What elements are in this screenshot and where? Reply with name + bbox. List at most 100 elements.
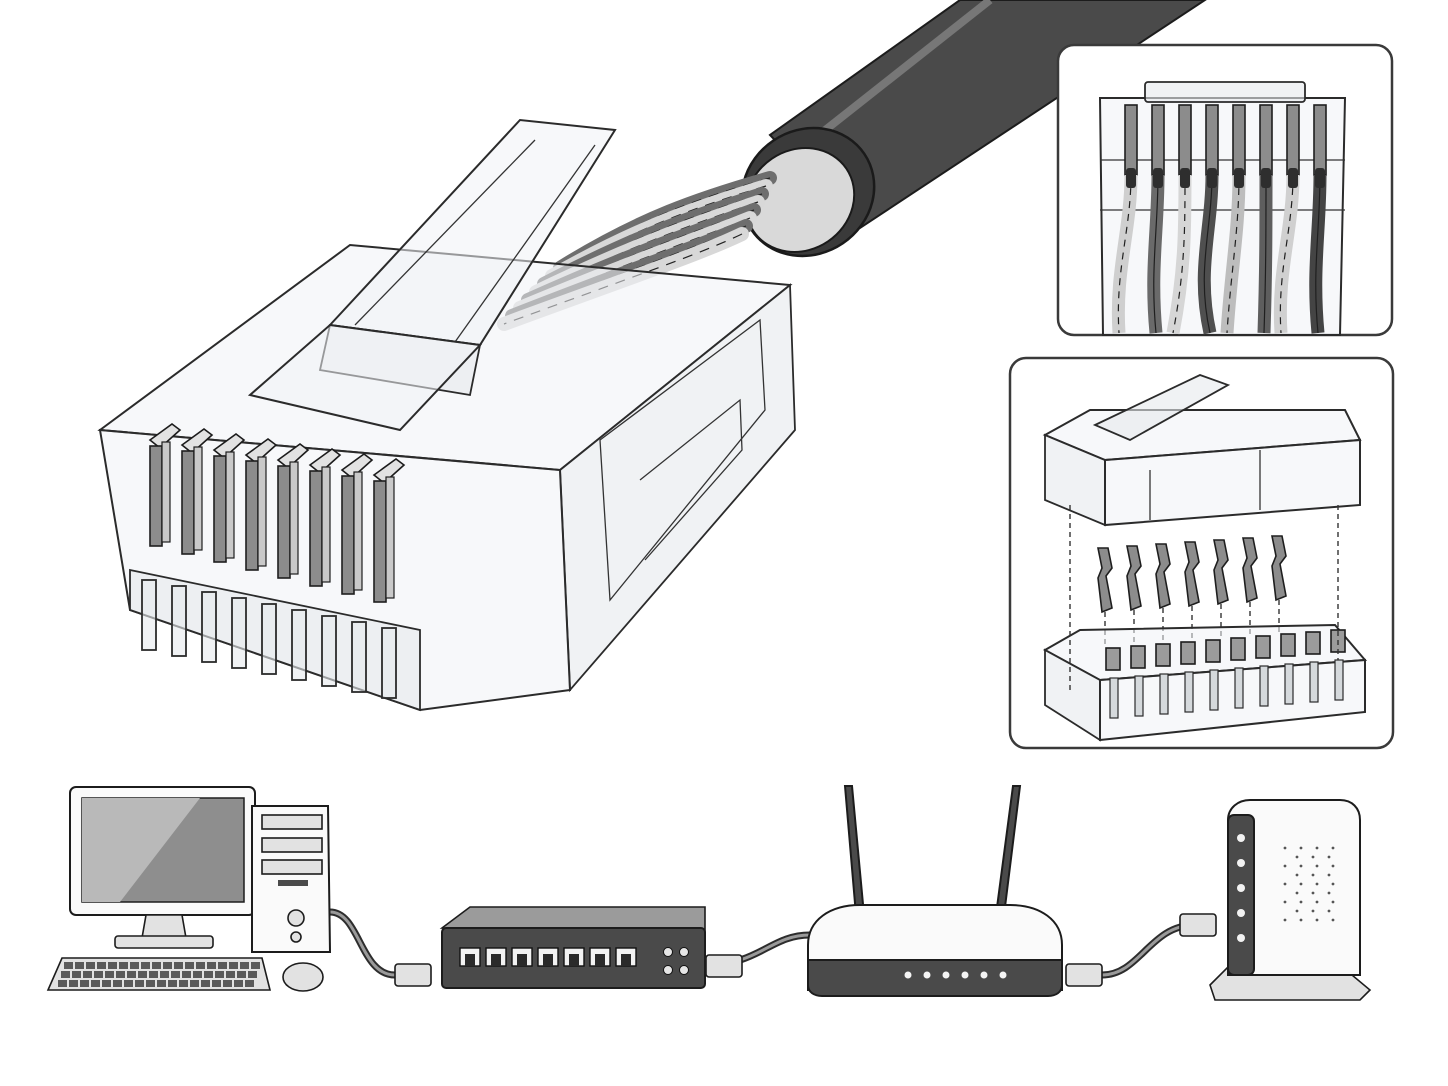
- keyboard-key: [80, 980, 89, 987]
- base-slot: [1334, 659, 1344, 701]
- exploded-base: [1042, 623, 1368, 742]
- rj45-exploded-view-icon: [1008, 356, 1395, 750]
- contact-edge: [193, 446, 203, 551]
- keyboard-key: [218, 962, 227, 969]
- modem-vent: [1283, 846, 1335, 922]
- comb-tooth: [261, 603, 277, 675]
- keyboard-key: [168, 980, 177, 987]
- keyboard-key: [185, 962, 194, 969]
- contact-edge: [289, 461, 299, 575]
- locking-latch: [247, 118, 617, 432]
- vent-dot: [1311, 873, 1315, 877]
- vent-dot: [1331, 846, 1335, 850]
- vent-dot: [1315, 918, 1319, 922]
- detail-wire-stripe: [1153, 174, 1159, 334]
- vent-dot: [1283, 900, 1287, 904]
- base-slot: [1159, 673, 1169, 715]
- keyboard-key: [204, 971, 213, 978]
- wire-detail-view: [1098, 81, 1347, 336]
- contact-edge: [385, 476, 395, 599]
- keyboard-key: [251, 962, 260, 969]
- detail-contact: [1232, 104, 1246, 176]
- detail-crimp: [1180, 168, 1190, 188]
- keyboard-key: [64, 962, 73, 969]
- detail-crimp: [1261, 168, 1271, 188]
- contact-pin: [245, 460, 259, 571]
- keyboard-key: [141, 962, 150, 969]
- keyboard-key: [61, 971, 70, 978]
- detail-wire-stripe: [1226, 174, 1240, 334]
- keyboard-key: [130, 962, 139, 969]
- detail-crimp: [1153, 168, 1163, 188]
- vent-dot: [1327, 891, 1331, 895]
- vent-dot: [1331, 918, 1335, 922]
- detail-wire-stripe: [1203, 174, 1213, 334]
- modem-led: [1237, 859, 1245, 867]
- router-led: [999, 971, 1007, 979]
- keyboard: [58, 962, 260, 987]
- exploded-contacts: [1097, 535, 1287, 648]
- vent-dot: [1315, 900, 1319, 904]
- base-slot: [1109, 677, 1119, 719]
- mini-plug: [394, 913, 1217, 987]
- keyboard-key: [240, 962, 249, 969]
- modem-led: [1237, 909, 1245, 917]
- keyboard-key: [135, 980, 144, 987]
- keyboard-key: [179, 980, 188, 987]
- base-slot: [1134, 675, 1144, 717]
- comb-tooth: [141, 579, 157, 651]
- vent-dot: [1283, 846, 1287, 850]
- modem-icon: [1209, 799, 1372, 1001]
- router-led: [923, 971, 931, 979]
- vent-dot: [1283, 864, 1287, 868]
- detail-contact: [1151, 104, 1165, 176]
- keyboard-key: [127, 971, 136, 978]
- contact-pin: [149, 445, 163, 547]
- keyboard-key: [75, 962, 84, 969]
- comb-tooth: [381, 627, 397, 699]
- base-contact-seat: [1155, 643, 1171, 667]
- keyboard-key: [229, 962, 238, 969]
- router-led: [904, 971, 912, 979]
- keyboard-key: [157, 980, 166, 987]
- keyboard-key: [223, 980, 232, 987]
- keyboard-key: [152, 962, 161, 969]
- vent-dot: [1331, 864, 1335, 868]
- keyboard-key: [108, 962, 117, 969]
- switch-port-jack: [621, 954, 631, 966]
- detail-wire-stripe: [1172, 174, 1186, 334]
- keyboard-key: [138, 971, 147, 978]
- switch-port-jack: [491, 954, 501, 966]
- switch-led: [679, 947, 689, 957]
- detail-crimp: [1234, 168, 1244, 188]
- vent-dot: [1299, 918, 1303, 922]
- vent-dot: [1299, 882, 1303, 886]
- detail-wire-stripe: [1117, 174, 1132, 334]
- exploded-contact: [1155, 543, 1171, 610]
- vent-dot: [1295, 873, 1299, 877]
- base-contact-seat: [1280, 633, 1296, 657]
- modem-led: [1237, 834, 1245, 842]
- base-contact-seat: [1105, 647, 1121, 671]
- exploded-contact: [1097, 547, 1113, 614]
- exploded-contact: [1126, 545, 1142, 612]
- vent-dot: [1311, 891, 1315, 895]
- keyboard-key: [58, 980, 67, 987]
- vent-dot: [1327, 855, 1331, 859]
- router-led: [961, 971, 969, 979]
- base-slots: [1105, 629, 1346, 719]
- vent-dot: [1283, 882, 1287, 886]
- keyboard-key: [113, 980, 122, 987]
- vent-dot: [1311, 855, 1315, 859]
- vent-dot: [1299, 900, 1303, 904]
- keyboard-key: [91, 980, 100, 987]
- vent-dot: [1311, 909, 1315, 913]
- keyboard-key: [124, 980, 133, 987]
- keyboard-key: [97, 962, 106, 969]
- keyboard-key: [237, 971, 246, 978]
- keyboard-key: [212, 980, 221, 987]
- keyboard-key: [248, 971, 257, 978]
- antenna: [843, 785, 1022, 916]
- vent-dot: [1295, 891, 1299, 895]
- keyboard-key: [69, 980, 78, 987]
